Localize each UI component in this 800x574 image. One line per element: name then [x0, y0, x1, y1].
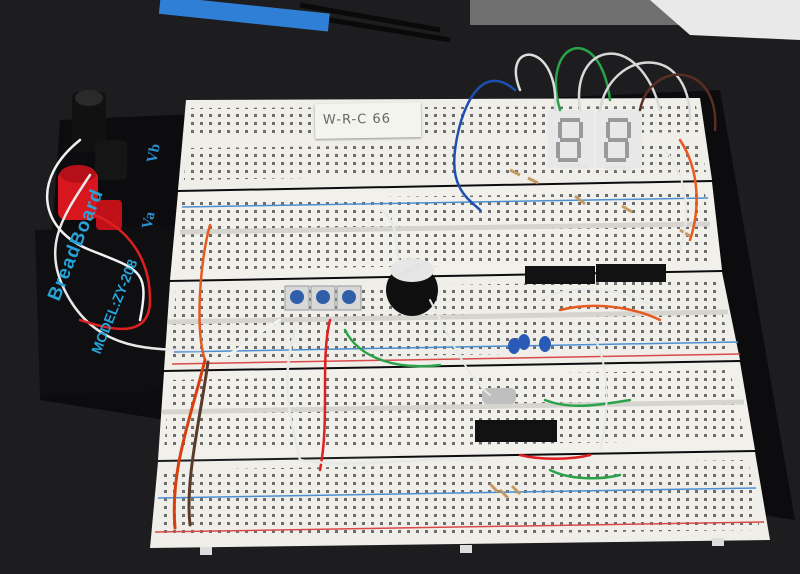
push-button-3	[336, 285, 362, 311]
push-button-1	[284, 285, 310, 311]
tool-on-desk	[158, 0, 451, 43]
jumper-wires	[45, 47, 717, 530]
crystal-oscillator	[482, 388, 516, 404]
capacitor-3	[539, 336, 551, 352]
post-label-va: Va	[139, 210, 159, 231]
tape-text: W-R-C 66	[322, 111, 392, 128]
ic-chip-2	[596, 264, 666, 282]
display-part-number-1: SM420561	[560, 165, 590, 171]
capacitor-1	[508, 338, 520, 354]
buzzer	[386, 258, 438, 316]
push-button-2	[310, 285, 336, 311]
ic-chip-1	[525, 266, 595, 284]
resistors	[488, 168, 691, 500]
binding-post-black	[72, 90, 127, 180]
ic-chip-3	[475, 420, 557, 442]
capacitor-2	[518, 334, 530, 350]
tape-label: W-R-C 66	[314, 102, 422, 139]
seven-segment-display-right	[596, 110, 642, 168]
seven-segment-display-left	[548, 110, 594, 168]
display-part-number-2: SM420561	[605, 167, 635, 173]
background-paper	[650, 0, 800, 40]
